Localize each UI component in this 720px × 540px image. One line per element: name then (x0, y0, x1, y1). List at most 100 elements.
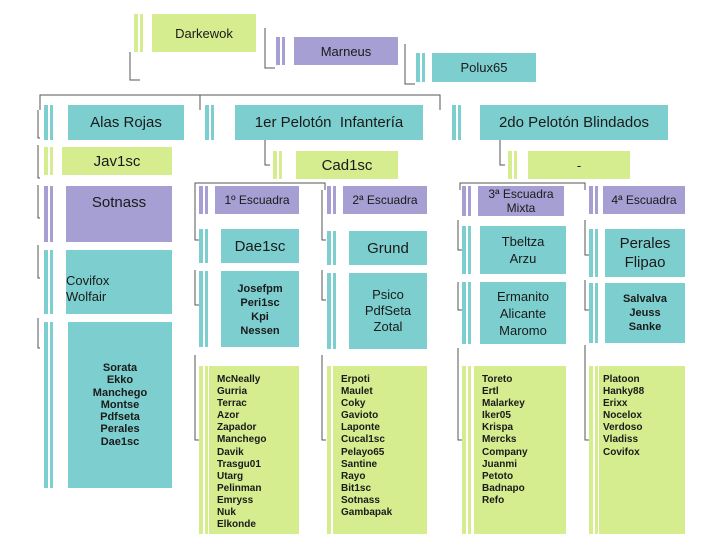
node-alas-rojas-label: Alas Rojas (90, 114, 162, 131)
squad3-accent (462, 186, 471, 216)
member-label: Petoto (482, 470, 514, 482)
member-label: Trasgu01 (217, 458, 261, 470)
node-squad-4: 4ª Escuadra (603, 186, 685, 214)
member-label: Platoon (603, 374, 640, 385)
node-squad3-members: Toreto Ertl Malarkey Iker05 Krispa Merck… (474, 366, 566, 534)
member-label: Nuk (217, 507, 236, 519)
member-label: Kpi (251, 311, 269, 323)
member-label: Sorata (102, 362, 138, 375)
member-label: Pdfseta (100, 411, 140, 424)
member-label: Nessen (240, 325, 280, 337)
node-cad1sc-label: Cad1sc (321, 156, 373, 174)
node-squad-3: 3ª Escuadra Mixta (478, 186, 564, 216)
member-label: Gambapak (341, 507, 393, 519)
member-label: Covifox (603, 446, 640, 458)
member-label: Ermanito (496, 288, 550, 304)
node-squad-1-label: 1º Escuadra (224, 193, 290, 207)
node-primer-peloton-label: 1er Pelotón Infantería (254, 114, 404, 131)
member-label: Sotnass (341, 494, 380, 506)
member-label: Malarkey (482, 398, 525, 410)
member-label: Laponte (341, 422, 380, 434)
dae1sc-accent (199, 229, 208, 263)
node-squad4-subleaders: Salvalva Jeuss Sanke (605, 283, 685, 343)
member-label: Montse (100, 398, 140, 411)
member-label: Perales (100, 423, 140, 436)
peloton1-accent (205, 105, 214, 140)
dash-accent (508, 151, 517, 179)
member-label: Psico (372, 287, 404, 302)
member-label: Manchego (217, 434, 267, 446)
node-alas-rojas: Alas Rojas (68, 105, 184, 140)
node-squad-1: 1º Escuadra (215, 186, 299, 214)
member-label: Manchego (92, 386, 148, 399)
member-label: Zotal (373, 319, 403, 334)
darkewok-accent (134, 14, 143, 52)
member-label: Ekko (106, 374, 134, 387)
member-label: Juanmi (482, 458, 518, 470)
node-sotnass: Sotnass (66, 186, 172, 242)
member-label: McNeally (217, 374, 261, 385)
node-squad2-subleaders: Psico PdfSeta Zotal (349, 273, 427, 349)
alas-rojas-accent (44, 105, 53, 140)
member-label: Pelinman (217, 482, 262, 494)
node-squad2-members: Erpoti Maulet Coky Gavioto Laponte Cucal… (335, 366, 427, 534)
member-label: Rayo (341, 470, 366, 482)
squad4-members-accent (589, 366, 598, 534)
node-alas-rojas-members: Sorata Ekko Manchego Montse Pdfseta Pera… (68, 322, 172, 488)
squad4-accent (589, 186, 598, 214)
member-label: Flipao (624, 254, 666, 271)
node-segundo-leader-label: - (576, 157, 582, 173)
member-label: Tbeltza (501, 234, 545, 249)
member-label: Mercks (482, 434, 517, 446)
perales-accent (589, 229, 598, 277)
member-label: Zapador (217, 422, 257, 434)
node-polux65-label: Polux65 (460, 60, 508, 75)
jav1sc-accent (44, 147, 53, 175)
covifox-wolfair-accent (44, 250, 53, 314)
member-label: Refo (482, 494, 505, 506)
squad3-subleaders-accent (462, 282, 471, 344)
member-label: Perales (619, 235, 671, 252)
polux-accent (416, 53, 425, 82)
member-label: Elkonde (217, 519, 256, 531)
squad2-accent (327, 186, 336, 214)
node-jav1sc-label: Jav1sc (93, 152, 141, 170)
cad1sc-accent (273, 151, 282, 179)
member-label: Ertl (482, 386, 499, 398)
grund-accent (327, 231, 336, 265)
marneus-accent (276, 37, 285, 65)
member-label: Alicante (499, 305, 547, 321)
member-label: Bit1sc (341, 482, 372, 494)
squad2-subleaders-accent (327, 273, 336, 349)
member-label: Maulet (341, 386, 373, 398)
member-label: Cucal1sc (341, 434, 385, 446)
peloton2-accent (452, 105, 461, 140)
node-covifox-wolfair: Covifox Wolfair (66, 250, 172, 314)
member-label: Arzu (509, 251, 537, 266)
node-marneus: Marneus (294, 37, 398, 65)
alas-members-accent (44, 322, 53, 488)
squad1-subleaders-accent (199, 271, 208, 347)
node-squad-3-label: 3ª Escuadra (488, 187, 554, 201)
node-darkewok: Darkewok (152, 14, 256, 52)
member-label: Emryss (217, 494, 254, 506)
member-label: Peri1sc (240, 297, 280, 309)
node-jav1sc: Jav1sc (62, 147, 172, 175)
member-label: Wolfair (66, 289, 107, 304)
member-label: Coky (341, 398, 366, 410)
member-label: Gurria (217, 386, 248, 398)
node-squad3-subleaders: Ermanito Alicante Maromo (480, 282, 566, 344)
node-grund: Grund (349, 231, 427, 265)
node-tbeltza-arzu: Tbeltza Arzu (480, 226, 566, 274)
squad1-accent (199, 186, 208, 214)
member-label: Josefpm (237, 283, 283, 295)
member-label: Toreto (482, 374, 513, 385)
node-segundo-peloton-label: 2do Pelotón Blindados (498, 114, 650, 131)
node-primer-peloton: 1er Pelotón Infantería (235, 105, 423, 140)
member-label: Dae1sc (100, 435, 140, 448)
node-sotnass-label: Sotnass (91, 194, 147, 211)
member-label: Maromo (499, 322, 547, 338)
member-label: Utarg (217, 470, 244, 482)
node-squad-4-label: 4ª Escuadra (611, 193, 677, 207)
